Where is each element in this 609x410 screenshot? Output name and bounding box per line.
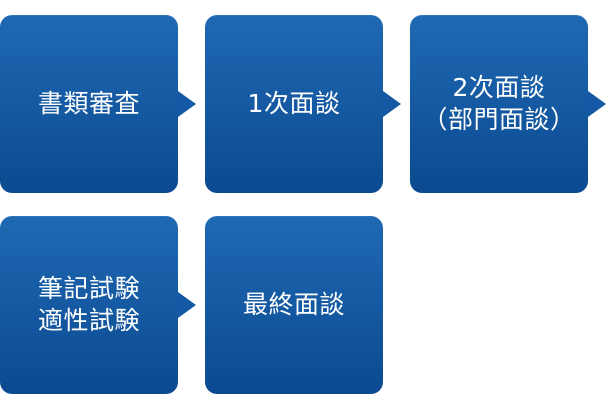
step-label: 2次面談 （部門面談） [422, 73, 576, 134]
step-label: 最終面談 [242, 290, 345, 319]
step-label: 筆記試験 適性試験 [37, 274, 140, 335]
arrow-right-icon [178, 91, 196, 117]
arrow-right-icon [588, 91, 606, 117]
step-first-interview: 1次面談 [205, 15, 383, 193]
arrow-right-icon [383, 91, 401, 117]
step-final-interview: 最終面談 [205, 216, 383, 394]
step-document-screening: 書類審査 [0, 15, 178, 193]
step-label: 1次面談 [247, 89, 341, 118]
step-written-aptitude-test: 筆記試験 適性試験 [0, 216, 178, 394]
step-second-interview: 2次面談 （部門面談） [410, 15, 588, 193]
step-label: 書類審査 [37, 89, 140, 118]
arrow-right-icon [178, 292, 196, 318]
